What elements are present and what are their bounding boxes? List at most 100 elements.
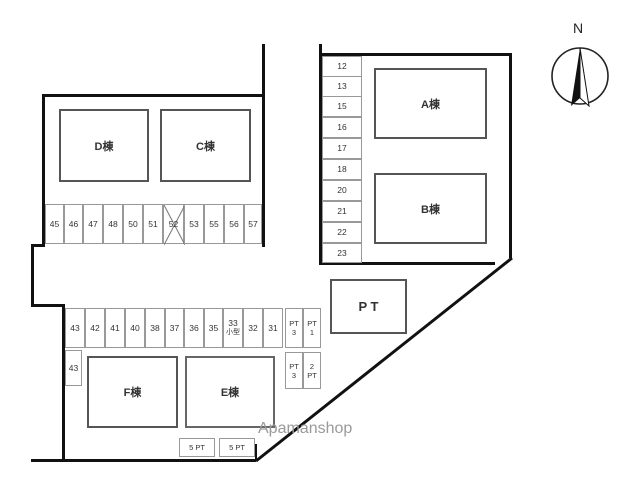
slot-label: 31 [268, 322, 278, 333]
building-c-label: C棟 [196, 140, 215, 153]
slot-label: 13 [337, 81, 347, 91]
slot-label: PT [307, 319, 317, 328]
building-e: E棟 [185, 356, 275, 428]
slot-label: 50 [128, 218, 138, 229]
building-f: F棟 [87, 356, 178, 428]
parking-slot-43-left: 43 [65, 350, 82, 386]
parking-slot-23: 23 [322, 243, 362, 263]
slot-label: 16 [337, 122, 347, 132]
wall-ab-left [319, 44, 322, 264]
slot-label: 21 [337, 206, 347, 216]
slot-label: 22 [337, 227, 347, 237]
parking-slot-35: 35 [204, 308, 223, 348]
parking-slot-2pt: 2 PT [303, 352, 321, 389]
parking-slot-51: 51 [143, 204, 163, 244]
building-a-label: A棟 [421, 98, 440, 111]
wall-left-upper [31, 244, 34, 307]
parking-slot-18: 18 [322, 159, 362, 180]
parking-slot-40: 40 [125, 308, 145, 348]
parking-slot-43: 43 [65, 308, 85, 348]
wall-left-lower [62, 304, 65, 461]
parking-slot-12: 12 [322, 56, 362, 77]
parking-slot-16: 16 [322, 117, 362, 138]
parking-slot-46: 46 [64, 204, 83, 244]
crossed-out-icon [164, 205, 185, 245]
slot-label: PT [289, 361, 299, 371]
building-d: D棟 [59, 109, 149, 182]
building-f-label: F棟 [123, 387, 142, 399]
wall-upper-left-vertical [262, 44, 265, 97]
parking-slot-22: 22 [322, 222, 362, 243]
parking-slot-pt3-bottom: PT 3 [285, 352, 303, 389]
wall-ab-top [319, 53, 512, 56]
parking-slot-32: 32 [243, 308, 263, 348]
wall-ab-right [509, 53, 512, 258]
watermark: Apamanshop [258, 420, 353, 437]
slot-label: 51 [148, 218, 158, 229]
parking-slot-47: 47 [83, 204, 103, 244]
building-pt-label: P T [358, 299, 379, 314]
parking-slot-pt1: PT 1 [303, 308, 321, 348]
wall-bottom [31, 459, 256, 462]
parking-slot-41: 41 [105, 308, 125, 348]
building-a: A棟 [374, 68, 487, 139]
slot-label: 33 [228, 318, 238, 328]
parking-slot-56: 56 [224, 204, 244, 244]
slot-label: 32 [248, 322, 258, 333]
slot-label: 41 [110, 322, 120, 333]
parking-slot-37: 37 [165, 308, 184, 348]
slot-label: 12 [337, 61, 347, 71]
compass-icon [551, 47, 609, 108]
parking-slot-48: 48 [103, 204, 123, 244]
parking-slot-31: 31 [263, 308, 283, 348]
slot-label: 46 [68, 218, 79, 229]
parking-slot-36: 36 [184, 308, 204, 348]
parking-slot-20: 20 [322, 180, 362, 201]
slot-label: 17 [337, 143, 347, 153]
slot-label: 5 PT [189, 443, 205, 452]
slot-label: 48 [108, 218, 118, 229]
wall-dc-top [42, 94, 265, 97]
slot-label: 43 [68, 362, 79, 373]
parking-slot-33: 33 小型 [223, 308, 243, 348]
wall-dc-right [262, 94, 265, 247]
slot-label: 35 [208, 322, 219, 333]
slot-label: 3 [291, 328, 297, 337]
wall-left-step [31, 244, 45, 247]
slot-label: 43 [70, 322, 80, 333]
slot-label: 42 [90, 322, 100, 333]
parking-slot-15: 15 [322, 96, 362, 117]
slot-label: 23 [337, 247, 347, 258]
parking-slot-21: 21 [322, 201, 362, 222]
parking-slot-50: 50 [123, 204, 143, 244]
slot-label: 47 [88, 218, 98, 229]
parking-slot-45: 45 [45, 204, 64, 244]
building-d-label: D棟 [94, 140, 114, 153]
building-b: B棟 [374, 173, 487, 244]
slot-label: 3 [291, 370, 297, 380]
slot-label: 57 [248, 218, 258, 229]
compact-car-label: 小型 [226, 329, 240, 336]
slot-label: 40 [130, 322, 140, 333]
slot-label: 56 [229, 218, 239, 229]
slot-label: 20 [337, 185, 347, 195]
building-pt: P T [330, 279, 407, 334]
slot-label: 53 [189, 218, 199, 229]
slot-label: 45 [49, 218, 60, 229]
parking-slot-38: 38 [145, 308, 165, 348]
slot-label: 36 [189, 322, 199, 333]
parking-slot-55: 55 [204, 204, 224, 244]
slot-label: 15 [337, 101, 347, 111]
slot-label: 18 [337, 164, 347, 174]
parking-slot-53: 53 [184, 204, 204, 244]
slot-label: 38 [150, 322, 160, 333]
parking-slot-pt3-top: PT 3 [285, 308, 303, 348]
building-e-label: E棟 [220, 387, 240, 399]
parking-slot-57: 57 [244, 204, 262, 244]
parking-slot-5pt-2: 5 PT [219, 438, 255, 457]
building-b-label: B棟 [421, 203, 440, 216]
slot-label: 5 PT [229, 443, 245, 452]
compass-north-label: N [573, 20, 584, 36]
parking-slot-42: 42 [85, 308, 105, 348]
